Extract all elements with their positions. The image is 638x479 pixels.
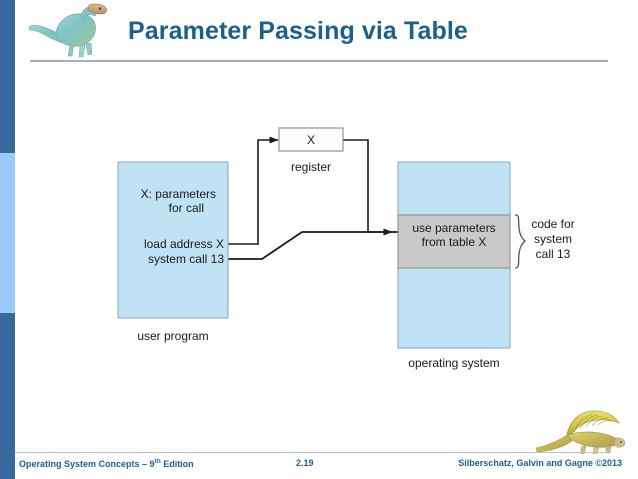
operating-system-box: use parameters from table X (397, 161, 511, 349)
user-program-label: user program (137, 329, 208, 343)
code-for-system-call-brace (514, 214, 526, 269)
footer-edition-text: Operating System Concepts – 9th Edition (19, 458, 194, 469)
user-program-line-2: for call (169, 201, 204, 215)
register-value: X (307, 133, 315, 147)
hadrosaur-dinosaur-logo (24, 2, 110, 60)
system-call-code-band (397, 214, 511, 269)
user-program-box: X: parameters for call load address X sy… (117, 161, 229, 319)
connector-register-to-os (343, 139, 393, 236)
register-box: X (278, 127, 344, 152)
brace-label-line-3: call 13 (536, 247, 571, 261)
connector-load-address-to-register (228, 136, 279, 245)
footer-edition-prefix: Operating System Concepts – 9 (19, 459, 155, 469)
accent-bar-middle (0, 153, 15, 313)
header-divider (30, 60, 608, 62)
accent-bar-bottom (0, 313, 15, 479)
user-program-line-3: load address X (144, 237, 224, 251)
dimetrodon-dinosaur-logo (534, 408, 626, 455)
page-title: Parameter Passing via Table (128, 17, 468, 45)
register-label: register (291, 160, 331, 174)
brace-label-line-1: code for (531, 217, 574, 231)
footer-copyright: Silberschatz, Galvin and Gagne ©2013 (458, 458, 622, 468)
os-band-line-1: use parameters (412, 221, 495, 235)
footer-edition-suffix: Edition (160, 459, 194, 469)
user-program-line-4: system call 13 (148, 252, 224, 266)
user-program-line-1: X: parameters (141, 187, 216, 201)
footer-edition-ordinal: th (154, 458, 161, 465)
operating-system-label: operating system (408, 356, 499, 370)
connector-system-call-to-os (228, 228, 485, 260)
accent-bar-top (0, 0, 15, 153)
footer-divider (15, 452, 608, 453)
os-band-line-2: from table X (422, 235, 487, 249)
slide-number: 2.19 (296, 458, 314, 468)
brace-label-line-2: system (534, 232, 572, 246)
